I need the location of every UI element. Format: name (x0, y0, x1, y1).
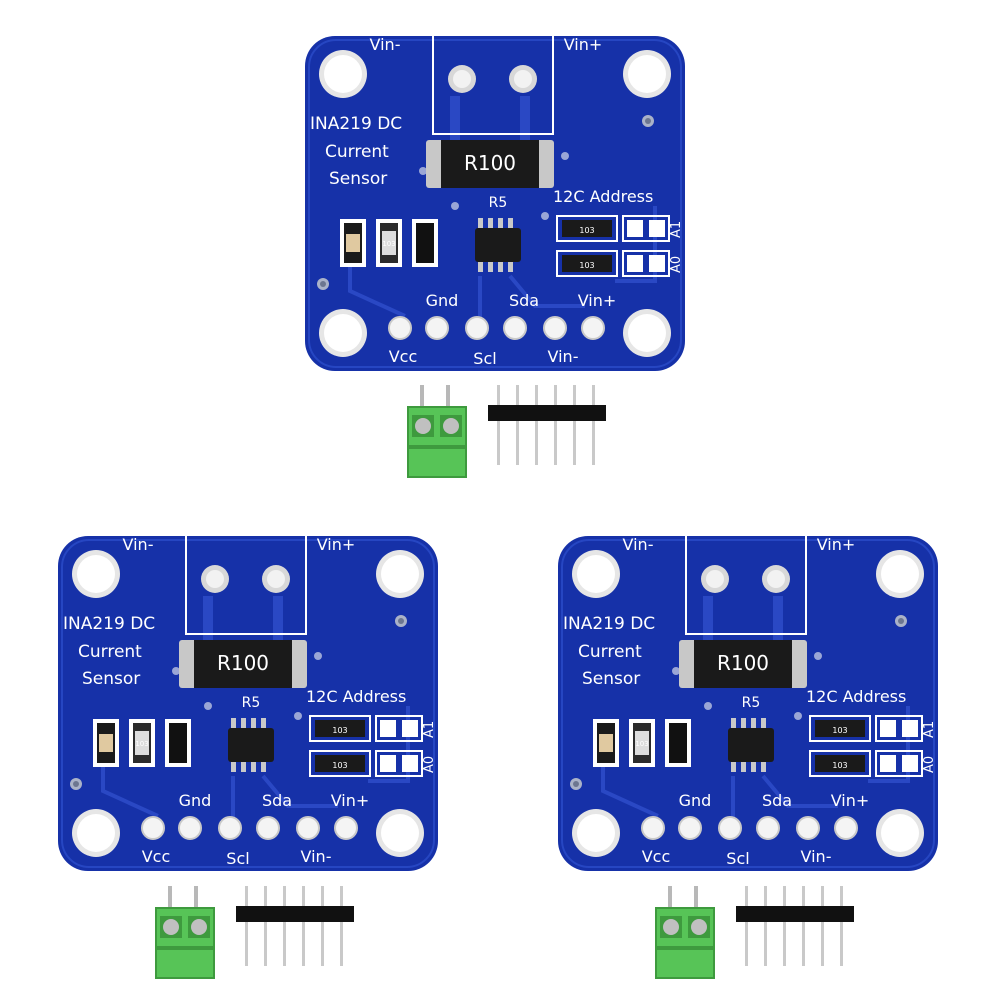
pin-vinminus-label: Vin- (801, 847, 832, 866)
pin-vinplus-label: Vin+ (831, 791, 870, 810)
resistor-code: 103 (382, 240, 395, 248)
shunt-label: R100 (464, 151, 516, 175)
title-line2: Current (78, 642, 142, 662)
title-line1: INA219 DC (310, 114, 402, 134)
resistor-code: 103 (832, 761, 847, 770)
accessories-right (655, 885, 855, 979)
i2c-address-label: 12C Address (806, 687, 906, 706)
resistor-code: 103 (332, 726, 347, 735)
a0-label: A0 (922, 756, 937, 773)
resistor-code: 103 (579, 261, 594, 270)
resistor-code: 103 (135, 740, 148, 748)
shunt-ref: R5 (489, 195, 508, 211)
accessories-left (155, 885, 355, 979)
sensor-board-right: Vin- Vin+ INA219 DC Current Sensor R100 … (558, 534, 938, 871)
pin-scl-label: Scl (226, 849, 249, 868)
vin-plus-label: Vin+ (817, 535, 856, 554)
pin-vinminus-label: Vin- (548, 347, 579, 366)
accessories-top (407, 384, 607, 478)
a1-label: A1 (922, 721, 937, 738)
title-line3: Sensor (582, 669, 640, 689)
title-line1: INA219 DC (63, 614, 155, 634)
pin-sda-label: Sda (509, 291, 539, 310)
pin-gnd-label: Gnd (426, 291, 459, 310)
sensor-board-top: Vin- Vin+ INA219 DC Current Sensor R100 … (305, 34, 685, 371)
vin-plus-label: Vin+ (317, 535, 356, 554)
title-line3: Sensor (329, 169, 387, 189)
pin-sda-label: Sda (262, 791, 292, 810)
pin-vcc-label: Vcc (142, 847, 171, 866)
vin-plus-label: Vin+ (564, 35, 603, 54)
shunt-label: R100 (217, 651, 269, 675)
title-line3: Sensor (82, 669, 140, 689)
pin-vcc-label: Vcc (642, 847, 671, 866)
i2c-address-label: 12C Address (553, 187, 653, 206)
pin-scl-label: Scl (473, 349, 496, 368)
a0-label: A0 (422, 756, 437, 773)
pin-sda-label: Sda (762, 791, 792, 810)
vin-minus-label: Vin- (370, 35, 401, 54)
pin-vcc-label: Vcc (389, 347, 418, 366)
pin-vinplus-label: Vin+ (578, 291, 617, 310)
shunt-label: R100 (717, 651, 769, 675)
a0-label: A0 (669, 256, 684, 273)
vin-minus-label: Vin- (123, 535, 154, 554)
title-line2: Current (578, 642, 642, 662)
resistor-code: 103 (832, 726, 847, 735)
pin-gnd-label: Gnd (179, 791, 212, 810)
sensor-board-left: Vin- Vin+ INA219 DC Current Sensor R100 … (58, 534, 438, 871)
resistor-code: 103 (332, 761, 347, 770)
pin-gnd-label: Gnd (679, 791, 712, 810)
pin-vinminus-label: Vin- (301, 847, 332, 866)
pin-scl-label: Scl (726, 849, 749, 868)
vin-minus-label: Vin- (623, 535, 654, 554)
a1-label: A1 (422, 721, 437, 738)
title-line1: INA219 DC (563, 614, 655, 634)
a1-label: A1 (669, 221, 684, 238)
pin-vinplus-label: Vin+ (331, 791, 370, 810)
resistor-code: 103 (579, 226, 594, 235)
shunt-ref: R5 (742, 695, 761, 711)
shunt-ref: R5 (242, 695, 261, 711)
title-line2: Current (325, 142, 389, 162)
i2c-address-label: 12C Address (306, 687, 406, 706)
resistor-code: 103 (635, 740, 648, 748)
